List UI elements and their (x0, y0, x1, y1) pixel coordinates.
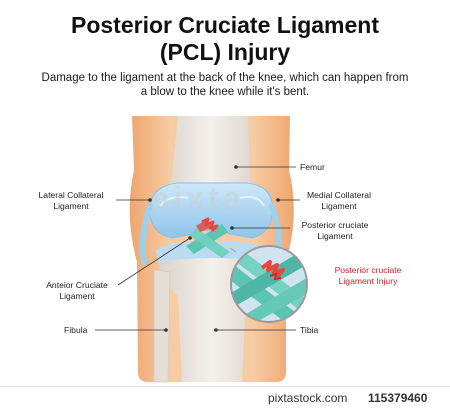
label-tibia: Tibia (300, 325, 319, 335)
page-title-line-1: Posterior Cruciate Ligament (70, 12, 380, 38)
label-fibula: Fibula (64, 325, 88, 335)
label-medial-collateral-line-2: Ligament (321, 201, 357, 211)
stock-site-name: pixtastock.com (268, 391, 348, 405)
label-medial-collateral-ligament: Medial Collateral Ligament (296, 190, 382, 212)
label-anterior-cruciate-ligament: Anteior Cruciate Ligament (34, 280, 120, 302)
label-posterior-cruciate-line-1: Posterior cruciate (301, 220, 369, 230)
pcl-injury-site (201, 217, 219, 233)
label-posterior-cruciate-line-2: Ligament (317, 231, 353, 241)
label-medial-collateral-line-1: Medial Collateral (306, 190, 371, 200)
femur-bone (160, 116, 262, 198)
label-lateral-collateral-line-1: Lateral Collateral (38, 190, 104, 200)
stock-image-id: 115379460 (368, 391, 428, 405)
label-lateral-collateral-ligament: Lateral Collateral Ligament (28, 190, 114, 212)
label-femur: Femur (300, 162, 325, 172)
label-anterior-cruciate-line-2: Ligament (59, 291, 95, 301)
tibia-plateau (156, 241, 268, 262)
watermark: pixta (150, 180, 245, 216)
subtitle-line-1: Damage to the ligament at the back of th… (41, 72, 409, 84)
stock-footer: pixtastock.com 115379460 (0, 386, 450, 409)
posterior-cruciate-ligament (190, 228, 230, 258)
fibula-bone (153, 269, 171, 383)
label-lateral-collateral-line-2: Ligament (53, 201, 89, 211)
label-anterior-cruciate-line-1: Anteior Cruciate (46, 280, 108, 290)
lateral-collateral-ligament (139, 203, 153, 265)
page-title-line-2: (PCL) Injury (159, 39, 291, 65)
label-pcl-injury: Posterior cruciate Ligament Injury (318, 265, 418, 287)
label-posterior-cruciate-ligament: Posterior cruciate Ligament (292, 220, 378, 242)
label-pcl-injury-line-2: Ligament Injury (338, 276, 398, 286)
label-pcl-injury-line-1: Posterior cruciate (334, 265, 402, 275)
pcl-injury-zoom (231, 246, 307, 322)
subtitle-line-2: a blow to the knee while it's bent. (140, 86, 310, 98)
